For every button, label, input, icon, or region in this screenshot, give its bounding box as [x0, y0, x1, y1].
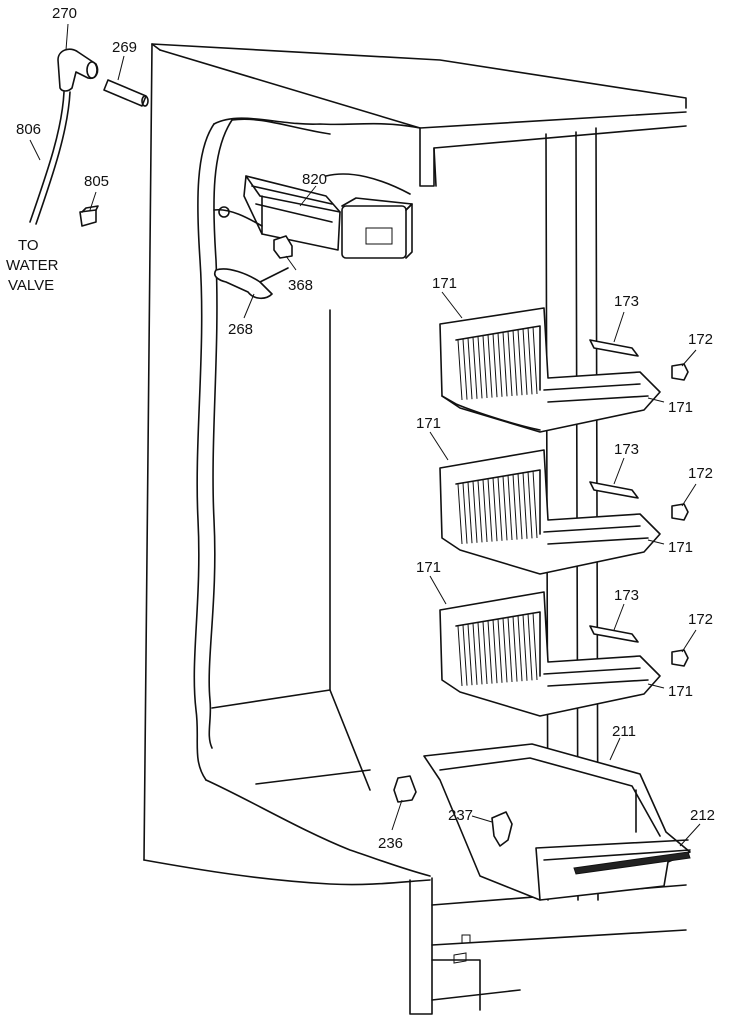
label-171-b: 171 — [668, 399, 693, 416]
basket-rib — [482, 335, 488, 399]
basket-rib — [472, 481, 478, 543]
cap-172c — [671, 649, 689, 667]
basket-rib — [512, 616, 518, 682]
label-805: 805 — [84, 173, 109, 190]
label-237: 237 — [448, 807, 473, 824]
basket-rib — [462, 625, 468, 686]
basket-rib — [522, 472, 528, 539]
label-820: 820 — [302, 171, 327, 188]
basket-rib — [487, 478, 493, 542]
basket-rib — [492, 333, 498, 398]
label-171-a: 171 — [432, 275, 457, 292]
basket-rib — [467, 338, 473, 400]
basket-rib — [457, 483, 463, 545]
label-368: 368 — [288, 277, 313, 294]
basket-rib — [472, 337, 478, 399]
water-fitting-270 — [57, 48, 99, 92]
basket-rib — [507, 616, 513, 683]
basket-rib — [502, 331, 508, 397]
rail-212 — [573, 851, 691, 875]
basket-rib — [497, 476, 503, 541]
basket-rib — [472, 623, 478, 685]
clip-805 — [79, 205, 99, 227]
basket-rib — [462, 483, 468, 544]
basket-rib — [487, 620, 493, 684]
shelf-support-173a — [589, 339, 639, 357]
basket-rib — [532, 612, 538, 681]
shelf-support-173c — [589, 625, 639, 643]
basket-rib — [527, 471, 533, 539]
basket-rib — [512, 330, 518, 396]
label-212: 212 — [690, 807, 715, 824]
door-shelf-basket-3 — [439, 591, 661, 717]
basket-rib — [482, 479, 488, 543]
basket-rib — [487, 334, 493, 398]
label-269: 269 — [112, 39, 137, 56]
label-171-c: 171 — [416, 415, 441, 432]
label-173-b: 173 — [614, 441, 639, 458]
ice-maker-820 — [213, 173, 413, 259]
leader-lines — [29, 23, 701, 847]
basket-rib — [492, 619, 498, 684]
door-shelf-basket-2 — [439, 449, 661, 575]
basket-rib — [492, 477, 498, 542]
label-171-e: 171 — [416, 559, 441, 576]
shelf-support-173b — [589, 481, 639, 499]
water-tube-269 — [103, 79, 149, 107]
basket-rib — [527, 327, 533, 395]
note-line-3: VALVE — [8, 277, 54, 294]
basket-rib — [517, 473, 523, 540]
basket-rib — [457, 339, 463, 401]
basket-rib — [512, 474, 518, 540]
basket-rib — [477, 622, 483, 685]
basket-rib — [462, 339, 468, 400]
label-172-a: 172 — [688, 331, 713, 348]
label-806: 806 — [16, 121, 41, 138]
water-line-806 — [29, 91, 71, 225]
label-172-c: 172 — [688, 611, 713, 628]
basket-rib — [502, 475, 508, 541]
label-173-a: 173 — [614, 293, 639, 310]
basket-rib — [517, 329, 523, 396]
basket-rib — [522, 614, 528, 681]
clip-237 — [491, 811, 513, 847]
basket-rib — [497, 618, 503, 683]
shutoff-arm-268 — [213, 267, 289, 300]
label-236: 236 — [378, 835, 403, 852]
label-211: 211 — [612, 723, 636, 740]
note-line-2: WATER — [6, 257, 59, 274]
basket-rib — [517, 615, 523, 682]
basket-ribs — [457, 326, 538, 687]
label-270: 270 — [52, 5, 77, 22]
basket-rib — [477, 336, 483, 399]
note-line-1: TO — [18, 237, 39, 254]
clip-236 — [393, 775, 417, 803]
label-171-f: 171 — [668, 683, 693, 700]
basket-rib — [532, 326, 538, 395]
basket-rib — [497, 332, 503, 397]
basket-rib — [532, 470, 538, 539]
basket-rib — [457, 625, 463, 687]
basket-rib — [527, 613, 533, 681]
basket-rib — [502, 617, 508, 683]
label-173-c: 173 — [614, 587, 639, 604]
basket-rib — [482, 621, 488, 685]
basket-rib — [507, 474, 513, 541]
basket-rib — [507, 330, 513, 397]
basket-rib — [467, 482, 473, 544]
bracket-368 — [273, 235, 293, 259]
basket-rib — [477, 480, 483, 543]
part-labels: 270 269 806 805 TO WATER VALVE 820 368 2… — [6, 5, 715, 852]
label-268: 268 — [228, 321, 253, 338]
cap-172a — [671, 363, 689, 381]
door-shelf-basket-1 — [439, 307, 661, 433]
basket-rib — [467, 624, 473, 686]
label-172-b: 172 — [688, 465, 713, 482]
basket-rib — [522, 328, 528, 395]
cap-172b — [671, 503, 689, 521]
label-171-d: 171 — [668, 539, 693, 556]
